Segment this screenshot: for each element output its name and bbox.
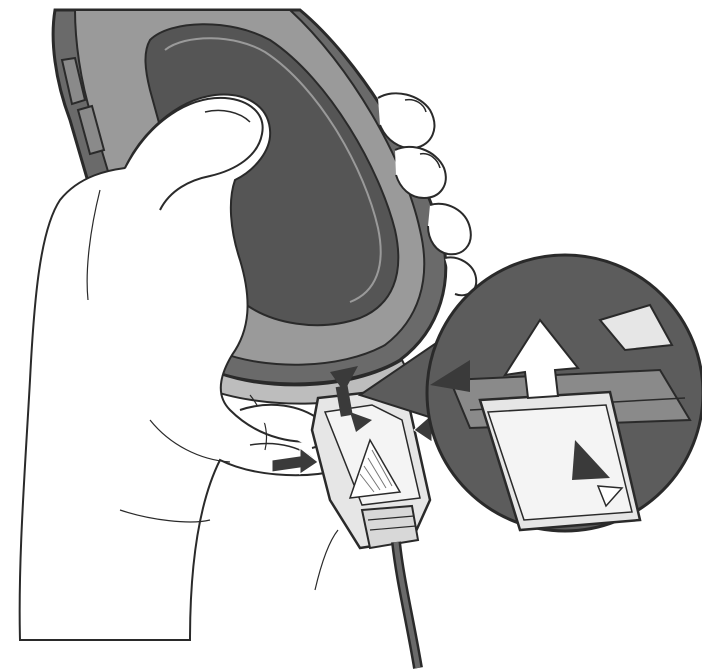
data-cable-connector	[312, 392, 430, 668]
